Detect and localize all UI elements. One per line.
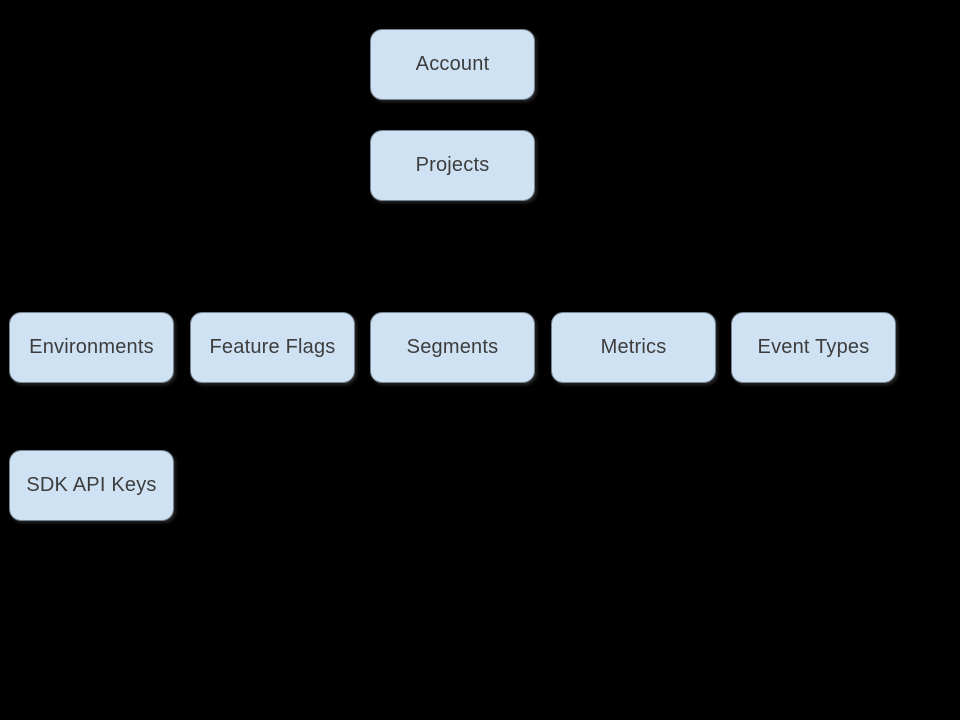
node-account-label: Account bbox=[415, 53, 490, 75]
node-metrics: Metrics bbox=[551, 312, 716, 383]
node-projects-label: Projects bbox=[415, 154, 490, 176]
node-environments-label: Environments bbox=[29, 336, 154, 358]
node-feature-flags: Feature Flags bbox=[190, 312, 355, 383]
node-sdk-api-keys: SDK API Keys bbox=[9, 450, 174, 521]
node-event-types-label: Event Types bbox=[757, 336, 870, 358]
node-metrics-label: Metrics bbox=[600, 336, 667, 358]
node-environments: Environments bbox=[9, 312, 174, 383]
node-projects: Projects bbox=[370, 130, 535, 201]
node-sdk-api-keys-label: SDK API Keys bbox=[26, 474, 157, 496]
node-account: Account bbox=[370, 29, 535, 100]
node-segments-label: Segments bbox=[406, 336, 499, 358]
node-feature-flags-label: Feature Flags bbox=[209, 336, 336, 358]
node-segments: Segments bbox=[370, 312, 535, 383]
node-event-types: Event Types bbox=[731, 312, 896, 383]
